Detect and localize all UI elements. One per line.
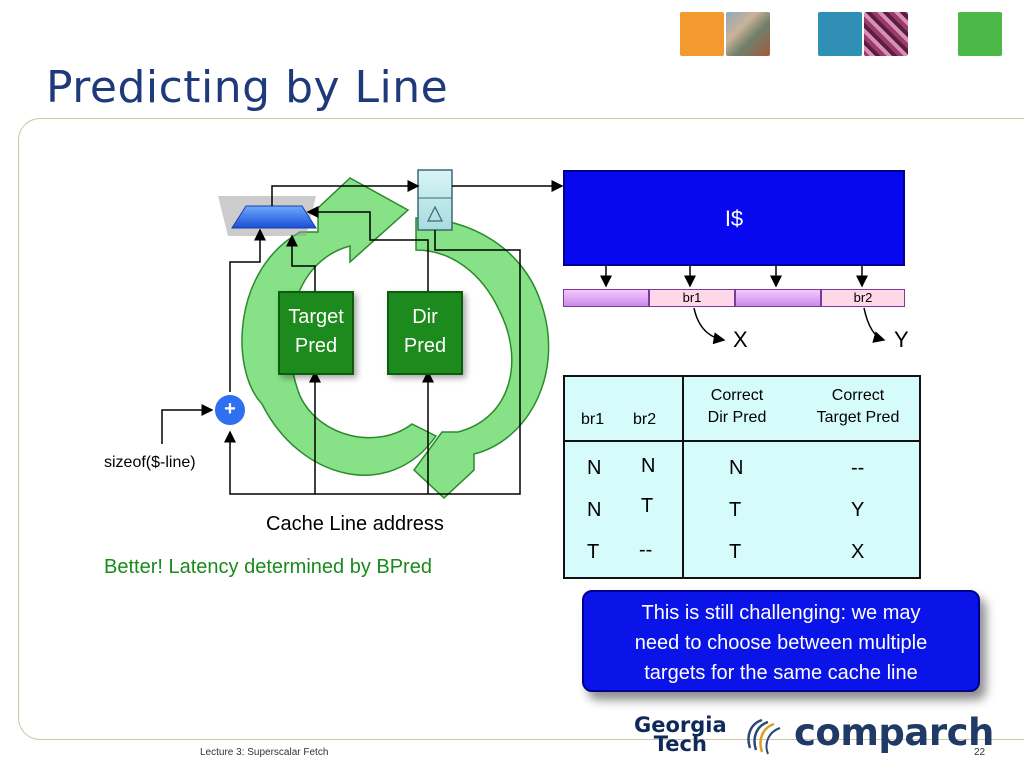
orange-square-decoration (680, 12, 724, 56)
segment-br1-label: br1 (682, 290, 702, 305)
sizeof-label: sizeof($-line) (104, 454, 196, 471)
table-divider-vertical (682, 377, 684, 577)
table-cell: X (851, 541, 865, 563)
table-cell: -- (639, 539, 653, 561)
slide-title: Predicting by Line (46, 62, 449, 113)
table-cell: T (641, 495, 654, 517)
target-pred-label-1: Target (288, 306, 344, 328)
header-target-pred-line1: Correct (831, 387, 885, 404)
cache-line-segment-br1: br1 (649, 289, 735, 307)
table-cell: N (587, 499, 602, 521)
cache-line-segment-br2: br2 (821, 289, 905, 307)
campus-photo-thumbnail (726, 12, 770, 56)
table-cell: T (587, 541, 600, 563)
footer-lecture: Lecture 3: Superscalar Fetch (200, 747, 329, 758)
callout-line-2: need to choose between multiple (634, 632, 928, 654)
dir-pred-label-2: Pred (403, 335, 447, 357)
header-target-pred: Correct Target Pred (803, 385, 913, 429)
mux-trapezoid (231, 205, 317, 229)
table-cell: T (729, 499, 742, 521)
prediction-table: br1 br2 Correct Dir Pred Correct Target … (563, 375, 921, 579)
challenge-callout: This is still challenging: we may need t… (582, 590, 980, 692)
table-cell: Y (851, 499, 865, 521)
content-frame (18, 118, 1024, 740)
table-divider-horizontal (565, 440, 919, 442)
plus-icon: + (224, 398, 236, 420)
gt-logo-line1: Georgia (634, 713, 727, 737)
target-pred-box: Target Pred (278, 291, 354, 375)
table-cell: -- (851, 457, 865, 479)
georgia-tech-logo: Georgia Tech (634, 713, 727, 756)
better-note: Better! Latency determined by BPred (104, 556, 432, 578)
header-br1: br1 (581, 411, 605, 428)
adder-circle (213, 393, 247, 427)
page-number: 22 (974, 747, 986, 758)
target-pred-label-2: Pred (294, 335, 338, 357)
callout-line-1: This is still challenging: we may (641, 602, 921, 624)
cache-line-address-label: Cache Line address (266, 513, 444, 535)
callout-line-3: targets for the same cache line (644, 662, 918, 684)
icache-label: I$ (724, 206, 744, 231)
header-dir-pred-line1: Correct (710, 387, 764, 404)
x-target-label: X (733, 327, 748, 352)
comparch-swirl-icon (747, 718, 781, 755)
gt-logo-line2: Tech (653, 732, 707, 756)
teal-square-decoration (818, 12, 862, 56)
green-cycle-arrow-left (241, 177, 438, 476)
header-dir-pred-line2: Dir Pred (707, 409, 767, 426)
chip-photo-thumbnail (864, 12, 908, 56)
table-cell: T (729, 541, 742, 563)
comparch-logo: comparch (794, 711, 994, 754)
dir-pred-box: Dir Pred (387, 291, 463, 375)
table-cell: N (729, 457, 744, 479)
table-cell: N (587, 457, 602, 479)
dir-pred-label-1: Dir (412, 306, 438, 328)
green-square-decoration (958, 12, 1002, 56)
cache-line-segment-2 (735, 289, 821, 307)
table-cell: N (641, 455, 656, 477)
y-target-label: Y (894, 327, 909, 352)
icache-block: I$ (563, 170, 905, 266)
header-br2: br2 (633, 411, 657, 428)
header-target-pred-line2: Target Pred (816, 409, 900, 426)
segment-br2-label: br2 (853, 290, 873, 305)
cache-line-segment-0 (563, 289, 649, 307)
header-dir-pred: Correct Dir Pred (689, 385, 785, 429)
